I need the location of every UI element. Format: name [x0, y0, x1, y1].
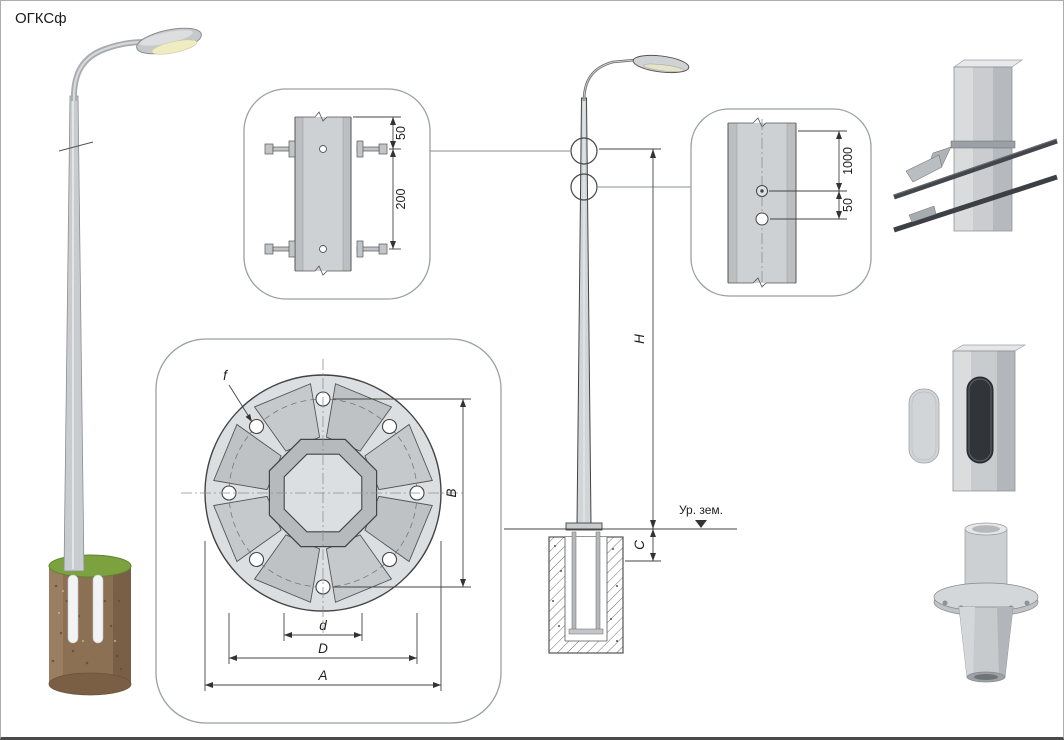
page-title: ОГКСф — [15, 10, 67, 27]
cable-upper — [893, 138, 1058, 200]
ground-level-marker: Ур. зем. — [679, 503, 723, 528]
svg-text:Ур. зем.: Ур. зем. — [679, 503, 723, 517]
dim-A: A — [204, 541, 442, 691]
dim-D: D — [228, 613, 418, 664]
dim-1000: 1000 50 — [769, 130, 855, 220]
dim-C: C — [625, 529, 661, 562]
anchor-bolt-left — [571, 531, 577, 633]
luminaire — [136, 27, 202, 55]
svg-text:B: B — [444, 488, 459, 497]
dim-d: d — [283, 613, 363, 641]
clamp-band — [950, 140, 1016, 149]
lamp-arm — [70, 39, 144, 102]
flange-gussets — [213, 383, 433, 603]
callout-box-top: 50 200 — [243, 88, 431, 300]
dim-H: H — [599, 148, 661, 529]
luminaire-lens — [151, 39, 198, 55]
dim-B: B — [333, 398, 471, 588]
foundation-grass-top — [48, 554, 132, 578]
svg-text:d: d — [319, 618, 327, 633]
svg-text:f: f — [223, 368, 228, 383]
hole-label-f: f — [223, 368, 252, 422]
render-cable-clamp — [893, 59, 1058, 233]
cable-lower — [893, 174, 1058, 233]
pole-base-flange — [565, 522, 603, 531]
foundation-section — [548, 531, 624, 654]
svg-text:A: A — [317, 668, 327, 683]
flange-plan-box: f B d D — [155, 338, 502, 724]
anchor-sleeve-left — [67, 574, 79, 644]
svg-text:C: C — [632, 540, 647, 550]
anchor-bolt-right — [595, 531, 601, 633]
wedge-clamp — [905, 154, 943, 183]
cable-hole — [755, 212, 769, 226]
break-line-bottom — [295, 265, 351, 276]
dim-label-200: 200 — [394, 189, 408, 210]
pole-joint-mark — [58, 141, 94, 152]
dim-label-50: 50 — [394, 126, 408, 140]
render-flange-base — [933, 522, 1039, 683]
dim-label-50-right: 50 — [841, 198, 855, 212]
luminaire-elevation — [632, 54, 690, 74]
foundation-render — [48, 554, 132, 696]
door-cover — [908, 388, 940, 464]
bolt-row-upper — [264, 140, 388, 158]
hatch-opening — [966, 376, 994, 464]
lamp-arm-elevation — [582, 58, 636, 102]
break-line-top — [295, 111, 351, 122]
svg-text:H: H — [632, 334, 647, 344]
callout-box-right: 1000 50 — [690, 108, 872, 297]
pole-elevation: Ур. зем. H C — [430, 54, 737, 654]
anchor-sleeve-right — [92, 574, 104, 644]
render-hatch-door — [908, 344, 1027, 492]
dim-50-top: 50 200 — [353, 116, 408, 250]
pole-render-left — [58, 27, 202, 572]
svg-text:D: D — [318, 641, 328, 656]
flange-holes — [221, 391, 425, 595]
bolt-row-lower — [264, 240, 388, 258]
dim-label-1000: 1000 — [841, 147, 855, 175]
